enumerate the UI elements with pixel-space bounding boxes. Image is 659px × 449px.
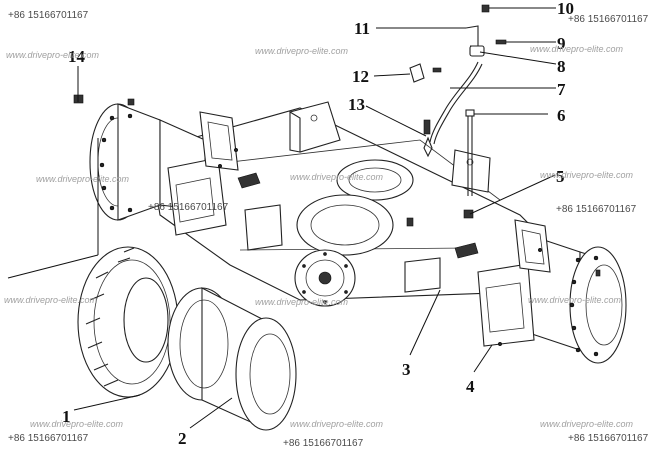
watermark-site: www.drivepro-elite.com [36, 174, 130, 184]
callout-9: 9 [557, 34, 566, 53]
right-brake-caliper [477, 219, 551, 347]
callout-10: 10 [557, 0, 574, 18]
callout-14: 14 [68, 47, 86, 66]
watermark-site: www.drivepro-elite.com [540, 419, 634, 429]
watermark-phone: +86 15166701167 [283, 438, 364, 449]
watermark-phone: +86 15166701167 [148, 202, 229, 213]
watermark-site: www.drivepro-elite.com [255, 297, 349, 307]
watermark-site: www.drivepro-elite.com [6, 50, 100, 60]
callout-1: 1 [62, 407, 71, 426]
watermark-site: www.drivepro-elite.com [528, 295, 622, 305]
watermark-site: www.drivepro-elite.com [290, 172, 384, 182]
watermark-site: www.drivepro-elite.com [4, 295, 98, 305]
callout-4: 4 [466, 377, 475, 396]
watermark-phone: +86 15166701167 [8, 433, 89, 444]
wheel-rim [167, 287, 297, 431]
leader-lines [7, 7, 557, 429]
watermark-phone: +86 15166701167 [556, 204, 637, 215]
brake-line-fittings [409, 4, 507, 145]
watermark-site: www.drivepro-elite.com [255, 46, 349, 56]
callout-labels: 1 2 3 4 5 6 7 8 9 10 11 12 13 14 [62, 0, 574, 448]
watermark-site: www.drivepro-elite.com [530, 44, 624, 54]
solid-tire [77, 246, 179, 398]
left-brake-caliper [167, 111, 239, 236]
bolt-6 [463, 109, 475, 219]
callout-6: 6 [557, 106, 566, 125]
callout-5: 5 [556, 167, 565, 186]
watermarks: +86 15166701167 www.drivepro-elite.com w… [4, 10, 649, 449]
watermark-site: www.drivepro-elite.com [30, 419, 124, 429]
callout-8: 8 [557, 57, 566, 76]
axle-housing [149, 101, 561, 307]
watermark-site: www.drivepro-elite.com [290, 419, 384, 429]
callout-3: 3 [402, 360, 411, 379]
callout-2: 2 [178, 429, 187, 448]
callout-13: 13 [348, 95, 365, 114]
watermark-phone: +86 15166701167 [8, 10, 89, 21]
watermark-phone: +86 15166701167 [568, 14, 649, 25]
watermark-phone: +86 15166701167 [568, 433, 649, 444]
callout-11: 11 [354, 19, 370, 38]
callout-7: 7 [557, 80, 566, 99]
watermark-site: www.drivepro-elite.com [540, 170, 634, 180]
callout-12: 12 [352, 67, 369, 86]
